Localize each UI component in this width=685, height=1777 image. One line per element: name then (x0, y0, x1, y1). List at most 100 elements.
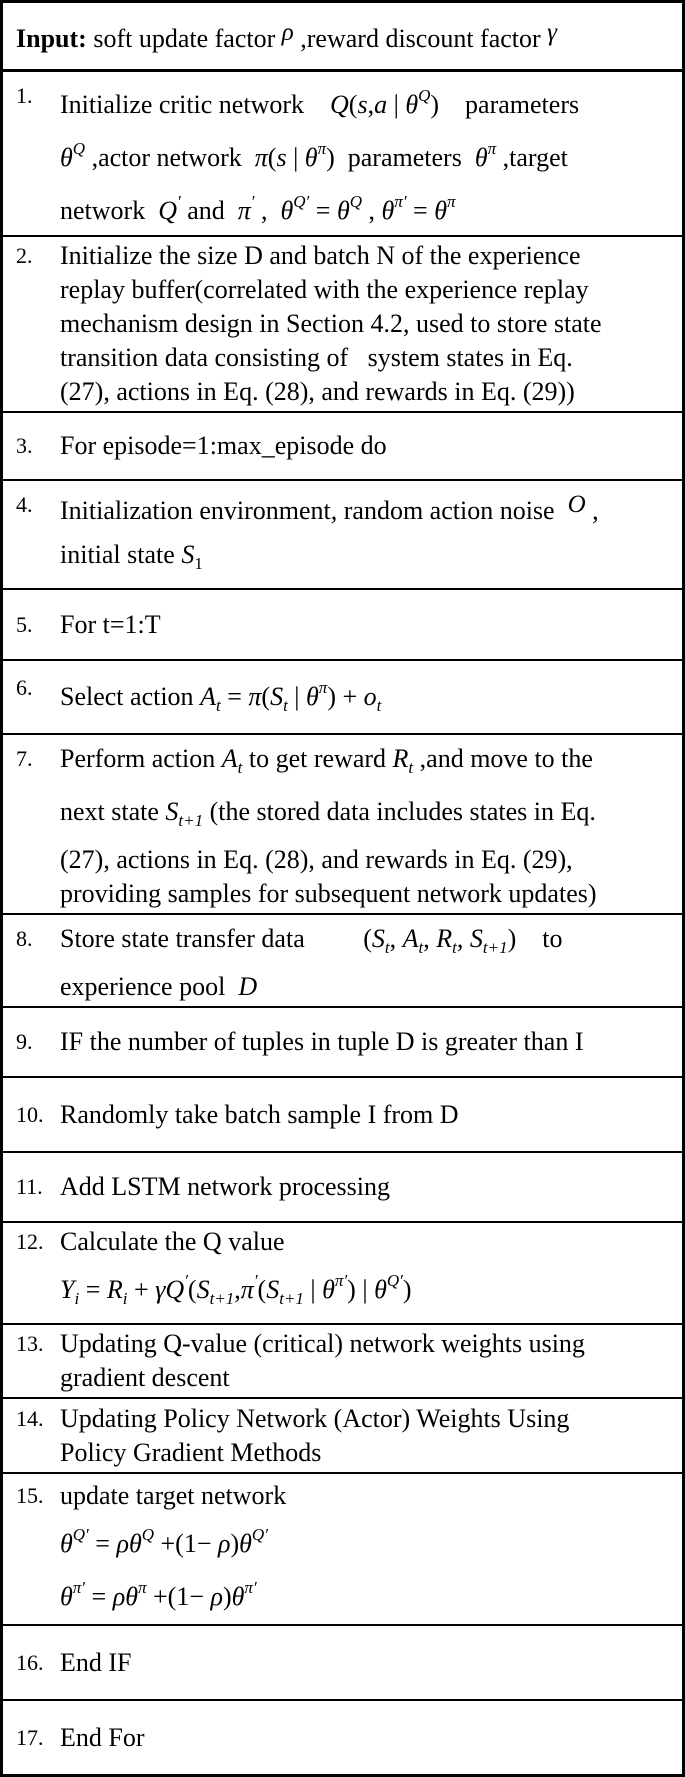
text-token: Input: (16, 24, 87, 53)
text-token: ) (222, 1582, 232, 1611)
text-token: update target network (60, 1481, 287, 1510)
text-token: +(1− (146, 1582, 211, 1611)
text-token: θ (306, 682, 319, 711)
text-token: Q (158, 196, 177, 225)
step-inner: 3.For episode=1:max_episode do (16, 429, 678, 463)
step-content: End For (60, 1721, 678, 1755)
text-token: ′ (184, 1271, 188, 1290)
step-line: mechanism design in Section 4.2, used to… (60, 307, 678, 341)
step-number: 12. (16, 1229, 44, 1254)
step-line: Initialize the size D and batch N of the… (60, 239, 678, 273)
algorithm-step: 17.End For (3, 1699, 682, 1774)
step-number: 14. (16, 1405, 44, 1431)
text-token: π (237, 196, 251, 225)
text-token: S (165, 797, 179, 826)
text-token: θ (304, 143, 318, 172)
algorithm-step: 10.Randomly take batch sample I from D (3, 1076, 682, 1151)
text-token: Q′ (386, 1271, 403, 1290)
step-line: Select action At = π(St | θπ) + ot (60, 666, 678, 728)
text-token: ,actor network (85, 143, 255, 172)
text-token: θ (374, 1275, 387, 1304)
text-token: 1 (194, 554, 203, 573)
step-line: Input: soft update factor ρ ,reward disc… (16, 11, 678, 61)
text-token: and (180, 196, 238, 225)
text-token: t (384, 938, 390, 957)
text-token: , (254, 196, 281, 225)
step-content: Initialize the size D and batch N of the… (60, 239, 678, 409)
text-token: For episode=1:max_episode do (60, 431, 387, 460)
step-line: replay buffer(correlated with the experi… (60, 273, 678, 307)
text-token: ( (363, 924, 372, 953)
text-token: θ (336, 196, 350, 225)
text-token: + (127, 1275, 156, 1304)
step-inner: 8.Store state transfer data (St, At, Rt,… (16, 917, 678, 1004)
step-inner: 7.Perform action At to get reward Rt ,an… (16, 737, 678, 911)
text-token: ( (348, 90, 358, 119)
step-number: 16. (16, 1649, 44, 1675)
text-token: π (240, 1275, 254, 1304)
text-token: network (60, 196, 159, 225)
step-number: 2. (16, 243, 33, 268)
text-token: Q (72, 139, 86, 158)
step-line: (27), actions in Eq. (28), and rewards i… (60, 375, 678, 409)
text-token: to (516, 924, 563, 953)
step-number: 11. (16, 1174, 43, 1199)
text-token: D (238, 972, 258, 1001)
input-row: Input: soft update factor ρ ,reward disc… (3, 3, 682, 69)
text-token: soft update factor (86, 24, 282, 53)
text-token: parameters (334, 143, 475, 172)
text-token: π (254, 143, 268, 172)
step-number: 5. (16, 611, 33, 637)
algorithm-step: 16.End IF (3, 1624, 682, 1699)
text-token: mechanism design in Section 4.2, used to… (60, 309, 602, 338)
text-token: ρ (116, 1529, 129, 1558)
step-line: Randomly take batch sample I from D (60, 1098, 678, 1132)
text-token: Initialize the size D and batch N of the… (60, 241, 581, 270)
input-row-content: Input: soft update factor ρ ,reward disc… (16, 11, 678, 61)
step-inner: 1.Initialize critic network Q(s,a | θQ) … (16, 74, 678, 233)
text-token: A (402, 924, 419, 953)
text-token: ρ (210, 1582, 223, 1611)
input-row-inner: Input: soft update factor ρ ,reward disc… (16, 11, 678, 61)
text-token: π′ (334, 1271, 348, 1290)
text-token: | (287, 682, 307, 711)
step-content: For t=1:T (60, 608, 678, 642)
text-token: π′ (72, 1578, 86, 1597)
text-token: Q (141, 1525, 154, 1544)
text-token: π′ (394, 192, 407, 211)
text-token: gradient descent (60, 1363, 230, 1392)
text-token: R (392, 744, 409, 773)
text-token: ) + (327, 682, 364, 711)
step-line: Updating Q-value (critical) network weig… (60, 1327, 678, 1361)
step-inner: 16.End IF (16, 1646, 678, 1680)
step-line: Store state transfer data (St, At, Rt, S… (60, 917, 678, 970)
text-token: i (122, 1289, 128, 1308)
step-line: θQ ,actor network π(s | θπ) parameters θ… (60, 127, 678, 180)
step-content: Randomly take batch sample I from D (60, 1098, 678, 1132)
text-token: = (220, 682, 249, 711)
text-token: π (137, 1578, 147, 1597)
text-token: | (355, 1275, 375, 1304)
text-token: θ (128, 1529, 142, 1558)
text-token: IF the number of tuples in tuple D is gr… (60, 1027, 584, 1056)
text-token: Updating Q-value (critical) network weig… (60, 1329, 585, 1358)
text-token: S (469, 924, 483, 953)
text-token: Q′ (251, 1525, 268, 1544)
step-line: Policy Gradient Methods (60, 1436, 678, 1470)
algorithm-step: 13.Updating Q-value (critical) network w… (3, 1323, 682, 1397)
step-content: Updating Q-value (critical) network weig… (60, 1327, 678, 1395)
text-token: Perform action (60, 744, 222, 773)
step-line: Initialization environment, random actio… (60, 483, 678, 533)
text-token: (27), actions in Eq. (28), and rewards i… (60, 845, 573, 874)
step-line: For episode=1:max_episode do (60, 429, 678, 463)
step-line: For t=1:T (60, 608, 678, 642)
text-token: π (318, 678, 328, 697)
step-inner: 2. Initialize the size D and batch N of t… (16, 239, 678, 409)
text-token: Initialize critic network (60, 90, 331, 119)
text-token: ρ (217, 1529, 231, 1558)
text-token: t (418, 938, 424, 957)
text-token: t (452, 938, 457, 957)
text-token: parameters (439, 90, 580, 119)
